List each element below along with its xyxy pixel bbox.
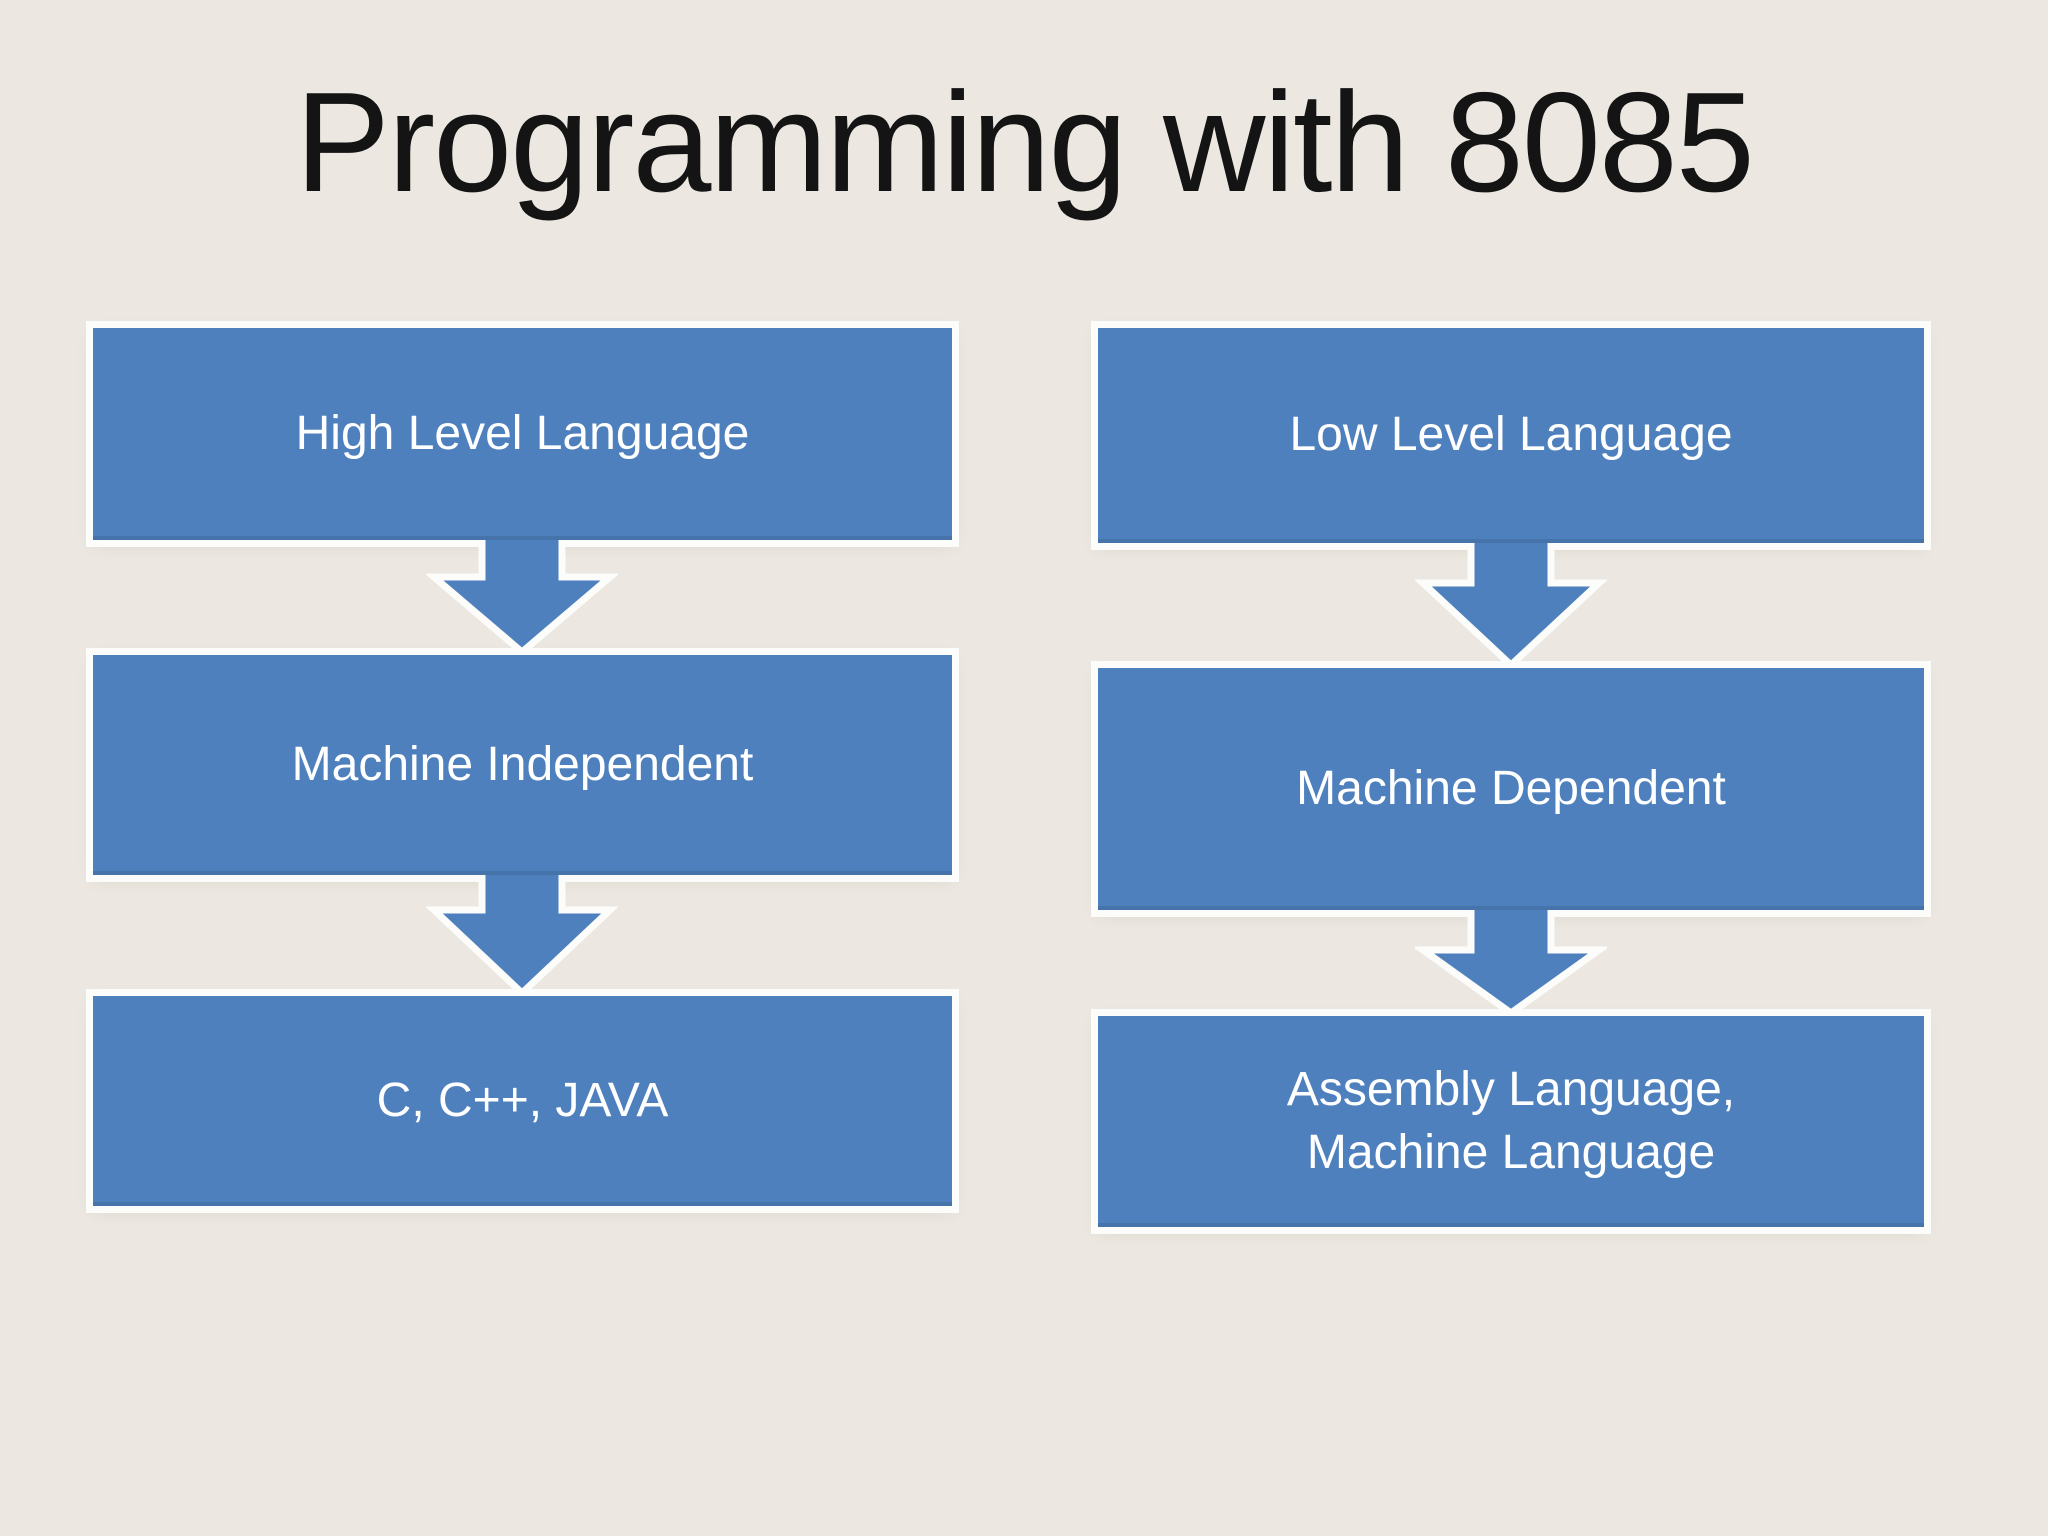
down-arrow-icon (426, 875, 618, 996)
flow-box-low-level-language: Low Level Language (1098, 328, 1924, 543)
flow-box-label: Assembly Language, Machine Language (1286, 1063, 1736, 1179)
flow-box-machine-independent: Machine Independent (93, 655, 952, 875)
down-arrow-icon (1415, 543, 1607, 668)
flow-box-c-cpp-java: C, C++, JAVA (93, 996, 952, 1206)
flow-box-assembly-machine-language: Assembly Language, Machine Language (1098, 1016, 1924, 1227)
slide-title: Programming with 8085 (295, 63, 1755, 222)
flow-box-high-level-language: High Level Language (93, 328, 952, 540)
flow-box-label: Machine Dependent (1296, 761, 1726, 815)
flow-box-label: High Level Language (295, 406, 750, 460)
flow-box-machine-dependent: Machine Dependent (1098, 668, 1924, 910)
down-arrow-icon (426, 540, 618, 655)
flow-box-label: C, C++, JAVA (376, 1073, 669, 1127)
flow-box-label: Low Level Language (1289, 408, 1733, 462)
down-arrow-icon (1415, 910, 1607, 1016)
flow-box-label: Machine Independent (291, 737, 754, 791)
